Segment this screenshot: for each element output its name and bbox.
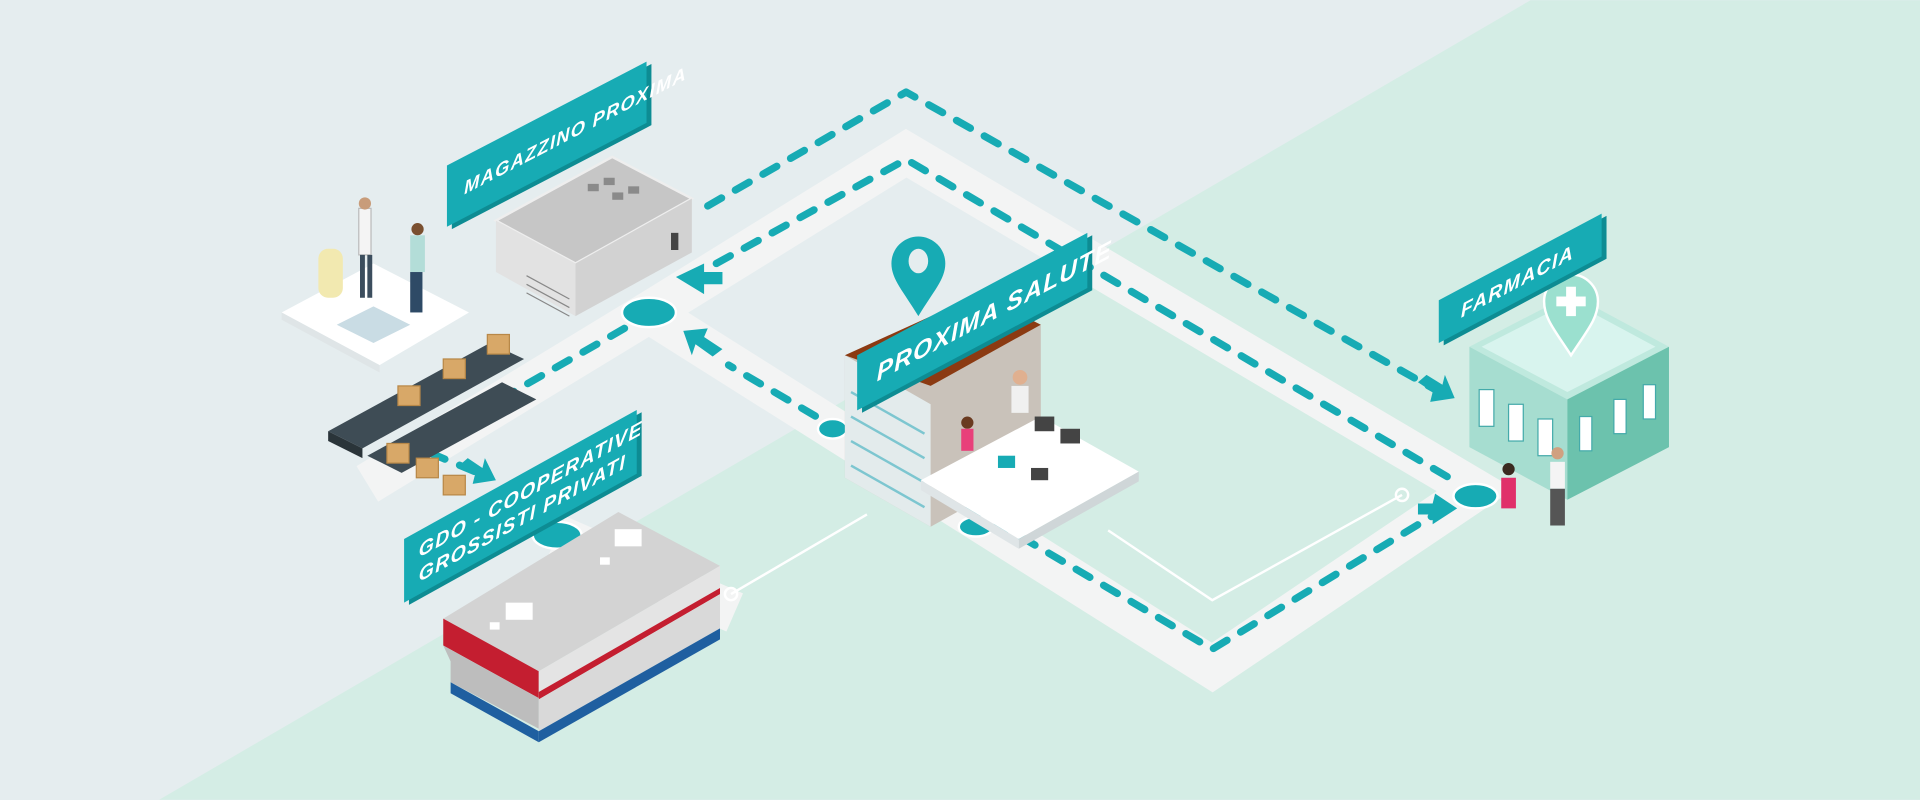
arrow-icon [683,328,723,357]
path-farmacia-to-office [1107,493,1403,602]
arrow-icon [1417,493,1458,525]
gdo-building [443,512,720,743]
route-outer [704,88,1439,394]
arrow-icon [459,458,496,484]
location-pin-icon [891,236,946,317]
magazzino-building [493,155,695,317]
pharmacist-platform [281,197,469,373]
node-farmacia [1394,487,1410,503]
conveyor-belt [328,333,537,496]
arrow-icons [459,263,1458,525]
arrow-icon [675,263,723,295]
path-gdo-to-office [730,513,868,596]
node-gdo [723,586,739,602]
route-inner [712,155,1464,488]
arrow-icon [1417,374,1455,402]
